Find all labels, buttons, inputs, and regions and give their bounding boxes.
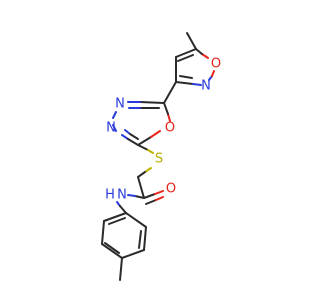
bond-ox-n3-c2-double-blue — [124, 129, 131, 135]
atom-amide-h: H — [105, 188, 115, 203]
bond-n-o-red — [211, 70, 215, 77]
bond-carbonyl-o — [143, 193, 156, 199]
bond-c2-s-yellow — [147, 149, 154, 154]
molecule-diagram: O N N N O S O N H — [101, 32, 221, 281]
bond-methyl-c5 — [186, 32, 197, 50]
bond-carbonyl-n — [134, 195, 145, 199]
bond-c2-s — [137, 144, 149, 151]
bond-ox-c2-o1-red — [150, 130, 161, 138]
bond-ar-3-4 — [121, 249, 145, 259]
atom-isoxazole-n: N — [201, 79, 211, 94]
bond-o-c5-red — [201, 53, 209, 59]
bond-ox-c5-n4 — [139, 101, 165, 104]
atom-carbonyl-o: O — [166, 182, 176, 197]
bond-c3-n-blue — [192, 83, 202, 86]
atom-isoxazole-o: O — [211, 57, 221, 72]
isoxazole-ring — [175, 32, 215, 86]
bond-aryl-methyl — [119, 257, 123, 281]
bond-ox-o1-c5 — [163, 102, 169, 115]
bond-ar-2-3 — [143, 226, 147, 251]
oxadiazole-ring — [112, 101, 171, 146]
atom-amide-n: N — [117, 188, 127, 203]
atom-oxadiazole-n2: N — [106, 121, 116, 136]
bond-c3-n-double — [179, 75, 193, 79]
bond-ar-double-c — [108, 217, 126, 225]
bond-ox-n3-c2 — [127, 138, 139, 146]
bond-s-ch2-yellow — [144, 167, 152, 173]
bond-ox-n4-n3-b — [112, 124, 117, 132]
bond-carbonyl-o-double-red — [155, 196, 164, 201]
bond-ox-n3-c2-blue — [121, 134, 129, 140]
bond-ox-n3-c2-double — [129, 133, 139, 140]
bond-s-ch2 — [137, 171, 146, 178]
bond-o-c5 — [195, 48, 203, 55]
bond-ar-4-5 — [101, 243, 123, 259]
bond-c5-c4 — [175, 48, 197, 58]
bond-ar-6-1 — [103, 212, 127, 222]
bond-isoxazole-oxadiazole — [163, 81, 177, 104]
atom-oxadiazole-n1: N — [115, 97, 125, 112]
bond-carbonyl-n-blue — [127, 194, 136, 197]
bond-ox-n4-n3 — [112, 111, 117, 119]
bond-ar-1-2 — [125, 212, 147, 228]
atom-thioether-s: S — [155, 152, 163, 167]
bond-c5-c4-double — [177, 54, 194, 62]
bond-carbonyl-o-red — [154, 190, 164, 195]
bond-ar-5-6 — [101, 220, 105, 245]
atom-oxadiazole-o: O — [165, 121, 175, 136]
bond-ox-o1-c5-red — [167, 113, 171, 122]
bond-ar-double-a — [138, 230, 142, 249]
tolyl-ring — [101, 212, 147, 259]
bond-ar-double-b — [104, 242, 120, 254]
bond-carbonyl-o-double — [145, 199, 157, 205]
bond-ch2-carbonyl — [137, 176, 145, 199]
bond-ox-c2-o1 — [137, 136, 152, 146]
bond-c3-n — [175, 81, 194, 85]
bond-n-aryl — [119, 205, 127, 214]
